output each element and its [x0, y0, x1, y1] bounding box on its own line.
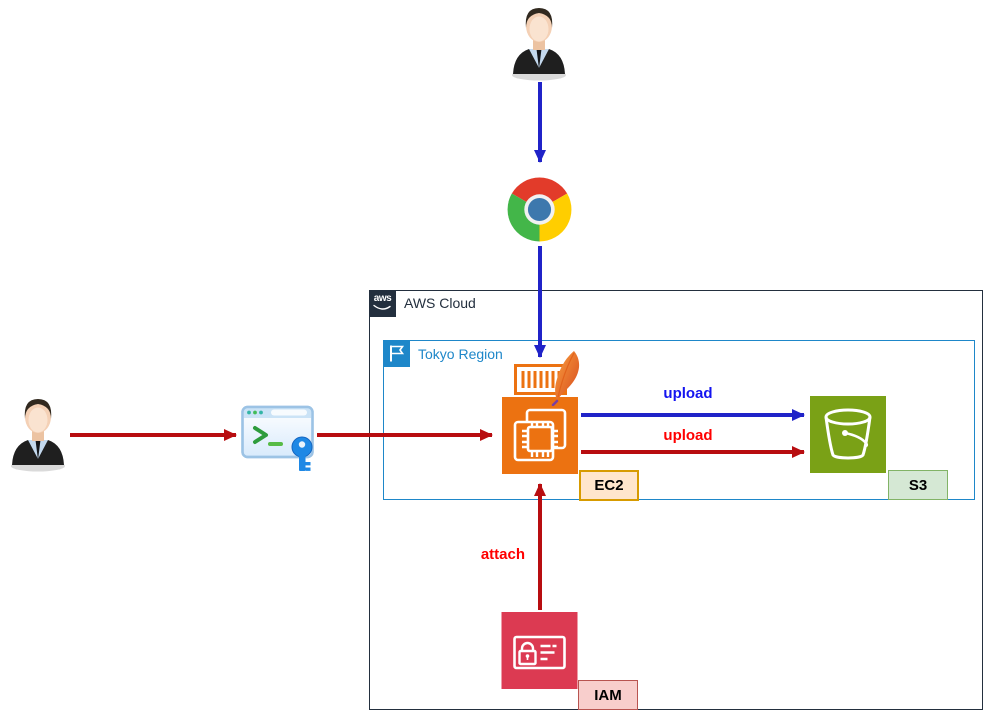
upload-label-browser: upload	[663, 385, 713, 402]
attach-label: attach	[480, 546, 525, 563]
aws-logo-icon: aws	[369, 290, 396, 317]
tokyo-region-group	[383, 340, 975, 500]
region-flag-icon	[383, 340, 410, 367]
s3-badge: S3	[888, 470, 948, 500]
ec2-badge: EC2	[579, 470, 639, 501]
aws-smile	[373, 304, 391, 310]
tokyo-region-label: Tokyo Region	[418, 346, 503, 362]
iam-card-icon	[501, 612, 578, 689]
aws-cloud-group	[369, 290, 983, 710]
apache-feather-icon	[548, 350, 586, 406]
businessman-icon	[506, 2, 572, 82]
iam-badge: IAM	[578, 680, 638, 710]
aws-logo-text: aws	[373, 293, 392, 304]
chrome-icon	[503, 173, 576, 246]
terminal-ssh-key-icon	[241, 404, 321, 474]
aws-cloud-label: AWS Cloud	[404, 295, 476, 311]
businessman-icon	[5, 393, 71, 473]
ec2-instance-icon	[502, 397, 578, 474]
upload-label-server: upload	[663, 427, 713, 444]
s3-bucket-icon	[810, 396, 886, 473]
